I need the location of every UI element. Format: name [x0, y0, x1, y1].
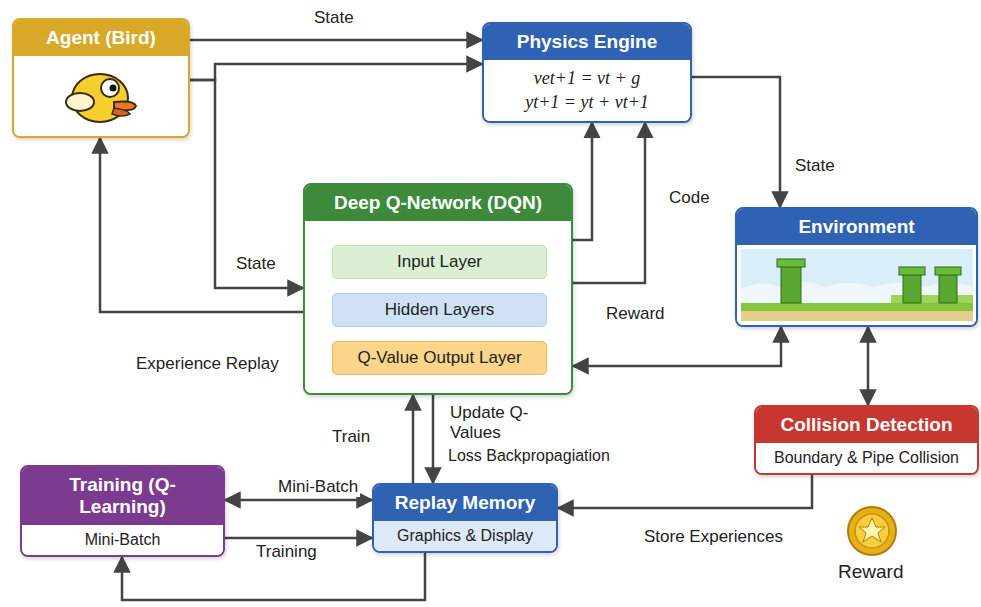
node-header: Environment	[737, 209, 976, 245]
connector-arrow	[225, 537, 372, 540]
node-subtitle: Boundary & Pipe Collision	[764, 449, 969, 467]
node-title: Collision Detection	[780, 414, 952, 435]
connector-arrow	[432, 395, 435, 483]
node-body: Mini-Batch	[22, 525, 223, 555]
connector-arrow	[867, 327, 870, 405]
edge-label: State	[312, 8, 356, 28]
connector-arrow	[573, 123, 645, 283]
node-body	[14, 56, 188, 136]
node-header: Physics Engine	[484, 24, 690, 60]
node-subtitle: Mini-Batch	[30, 531, 215, 549]
edge-label: Mini-Batch	[276, 477, 360, 497]
node-body: Graphics & Display	[374, 521, 556, 551]
edge-label: Reward	[604, 304, 667, 324]
equation: vet+1 = vt + g	[492, 66, 682, 90]
node-title: Environment	[798, 216, 914, 237]
equation: yt+1 = yt + vt+1	[492, 90, 682, 114]
environment-box: Environment	[735, 207, 978, 327]
node-title: Physics Engine	[517, 31, 657, 52]
layer-label: Q-Value Output Layer	[357, 348, 521, 367]
edge-label: Update Q-Values	[448, 403, 532, 444]
edge-label: Training	[254, 542, 319, 562]
node-header: Replay Memory	[374, 485, 556, 521]
node-header: Collision Detection	[756, 407, 977, 443]
edge-label: State	[234, 254, 278, 274]
replay-box: Replay MemoryGraphics & Display	[372, 483, 558, 553]
connector-arrow	[100, 138, 303, 312]
collision-box: Collision DetectionBoundary & Pipe Colli…	[754, 405, 979, 475]
reward-label: Reward	[838, 561, 903, 583]
node-header: Training (Q-Learning)	[22, 467, 223, 525]
edge-label: Train	[330, 427, 372, 447]
connector-arrow	[412, 395, 415, 483]
node-header: Deep Q-Network (DQN)	[305, 185, 571, 221]
layer-label: Hidden Layers	[385, 300, 495, 319]
node-body: vet+1 = vt + gyt+1 = yt + vt+1	[484, 60, 690, 121]
layer-box: Q-Value Output Layer	[332, 341, 547, 375]
edge-label: Code	[667, 188, 712, 208]
layer-label: Input Layer	[397, 252, 482, 271]
training-box: Training (Q-Learning) Mini-Batch	[20, 465, 225, 557]
note-label: Loss Backpropagiation	[448, 447, 610, 465]
node-title: Deep Q-Network (DQN)	[334, 192, 542, 213]
connector-arrow	[225, 499, 372, 502]
connector-arrow	[190, 64, 482, 80]
node-body: Boundary & Pipe Collision	[756, 443, 977, 473]
bird-illustration	[56, 60, 146, 132]
node-title: Agent (Bird)	[46, 27, 156, 48]
layer-box: Input Layer	[332, 245, 547, 279]
edge-label: Experience Replay	[134, 354, 281, 374]
edge-label: Store Experiences	[642, 527, 785, 547]
connector-arrow	[190, 80, 303, 288]
game-scene-illustration	[741, 249, 973, 321]
node-title: Training (Q-Learning)	[69, 474, 176, 517]
layer-box: Hidden Layers	[332, 293, 547, 327]
connector-arrow	[573, 327, 781, 366]
connector-arrow	[190, 39, 482, 42]
connector-arrow	[558, 475, 812, 508]
reward-coin	[848, 507, 896, 555]
dqn-box: Deep Q-Network (DQN) Input LayerHidden La…	[303, 183, 573, 395]
node-header: Agent (Bird)	[14, 20, 188, 56]
edge-label: State	[793, 156, 837, 176]
node-subtitle: Graphics & Display	[382, 527, 548, 545]
agent-box: Agent (Bird)	[12, 18, 190, 138]
connector-arrow	[573, 123, 592, 240]
node-title: Replay Memory	[395, 492, 535, 513]
physics-box: Physics Engine vet+1 = vt + gyt+1 = yt + …	[482, 22, 692, 123]
node-body	[737, 245, 976, 325]
